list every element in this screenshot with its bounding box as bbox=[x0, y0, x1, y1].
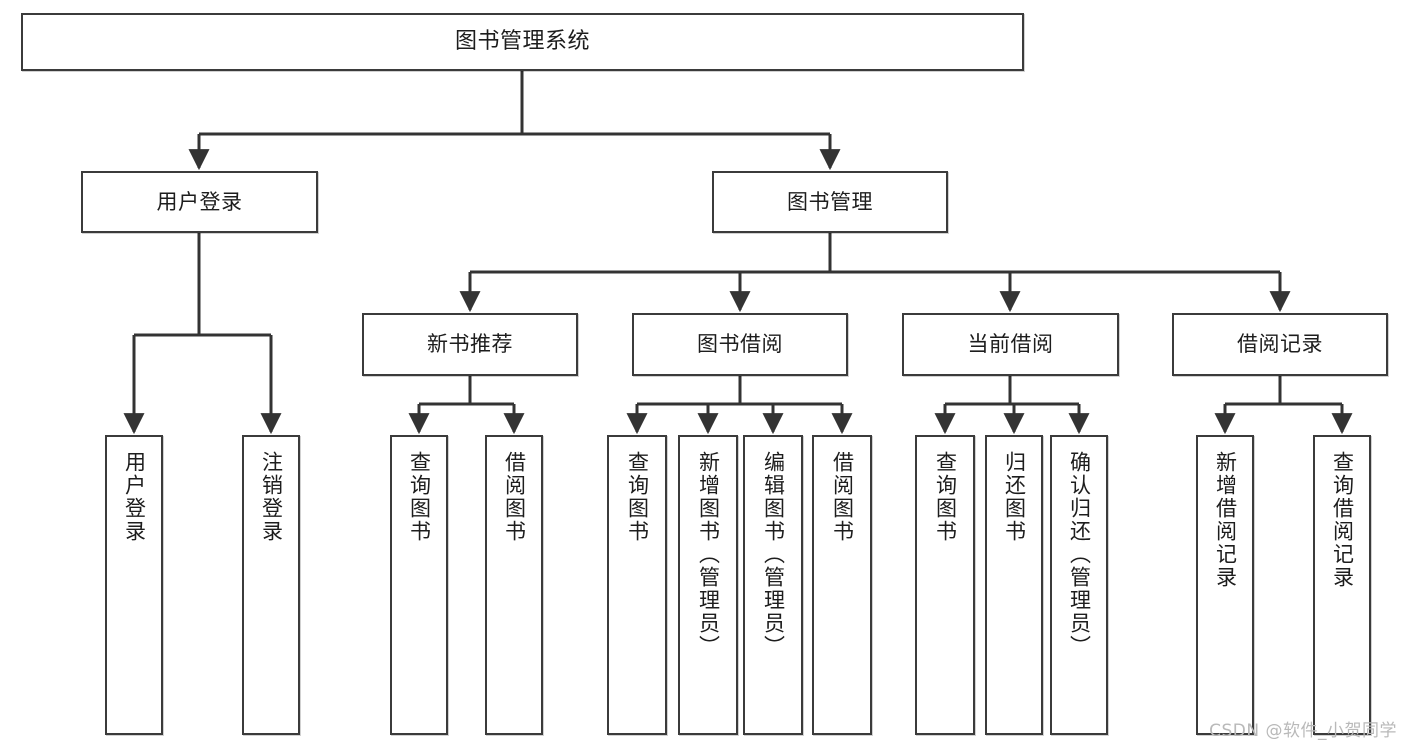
node-label: 编辑图书（管理员） bbox=[761, 451, 786, 658]
node-label: 确认归还（管理员） bbox=[1067, 451, 1092, 658]
node-new-book-recommend[interactable]: 新书推荐 bbox=[362, 313, 578, 376]
node-label: 用户登录 bbox=[156, 189, 243, 214]
leaf-borrow-search-book[interactable]: 查询图书 bbox=[607, 435, 667, 735]
node-label: 借阅图书 bbox=[502, 451, 527, 543]
node-label: 查询图书 bbox=[933, 451, 958, 543]
leaf-borrow-add-book-admin[interactable]: 新增图书（管理员） bbox=[678, 435, 738, 735]
node-label: 查询图书 bbox=[625, 451, 650, 543]
leaf-newbooks-borrow-book[interactable]: 借阅图书 bbox=[485, 435, 543, 735]
node-label: 当前借阅 bbox=[967, 332, 1054, 357]
node-label: 图书管理系统 bbox=[454, 29, 590, 55]
leaf-borrow-borrow-book[interactable]: 借阅图书 bbox=[812, 435, 872, 735]
csdn-watermark: CSDN @软件_小贺同学 bbox=[1209, 721, 1397, 741]
node-label: 用户登录 bbox=[122, 451, 147, 543]
node-label: 借阅图书 bbox=[830, 451, 855, 543]
leaf-borrow-edit-book-admin[interactable]: 编辑图书（管理员） bbox=[743, 435, 803, 735]
node-label: 新增图书（管理员） bbox=[696, 451, 721, 658]
leaf-records-search-record[interactable]: 查询借阅记录 bbox=[1313, 435, 1371, 735]
node-label: 图书管理 bbox=[787, 189, 873, 214]
leaf-records-add-record[interactable]: 新增借阅记录 bbox=[1196, 435, 1254, 735]
leaf-current-confirm-return-admin[interactable]: 确认归还（管理员） bbox=[1050, 435, 1108, 735]
node-borrow-records[interactable]: 借阅记录 bbox=[1172, 313, 1388, 376]
node-label: 归还图书 bbox=[1002, 451, 1027, 543]
node-label: 查询图书 bbox=[407, 451, 432, 543]
node-label: 注销登录 bbox=[259, 451, 284, 543]
node-label: 新增借阅记录 bbox=[1213, 451, 1238, 589]
node-label: 新书推荐 bbox=[427, 332, 513, 357]
leaf-newbooks-search-book[interactable]: 查询图书 bbox=[390, 435, 448, 735]
node-book-borrow[interactable]: 图书借阅 bbox=[632, 313, 848, 376]
node-user-login[interactable]: 用户登录 bbox=[81, 171, 318, 233]
node-book-management[interactable]: 图书管理 bbox=[712, 171, 948, 233]
node-label: 查询借阅记录 bbox=[1330, 451, 1355, 589]
node-label: 图书借阅 bbox=[697, 332, 783, 357]
node-label: 借阅记录 bbox=[1237, 332, 1323, 357]
node-root-system[interactable]: 图书管理系统 bbox=[21, 13, 1024, 71]
leaf-current-search-book[interactable]: 查询图书 bbox=[915, 435, 975, 735]
leaf-logout[interactable]: 注销登录 bbox=[242, 435, 300, 735]
leaf-user-login[interactable]: 用户登录 bbox=[105, 435, 163, 735]
node-current-borrow[interactable]: 当前借阅 bbox=[902, 313, 1119, 376]
leaf-current-return-book[interactable]: 归还图书 bbox=[985, 435, 1043, 735]
